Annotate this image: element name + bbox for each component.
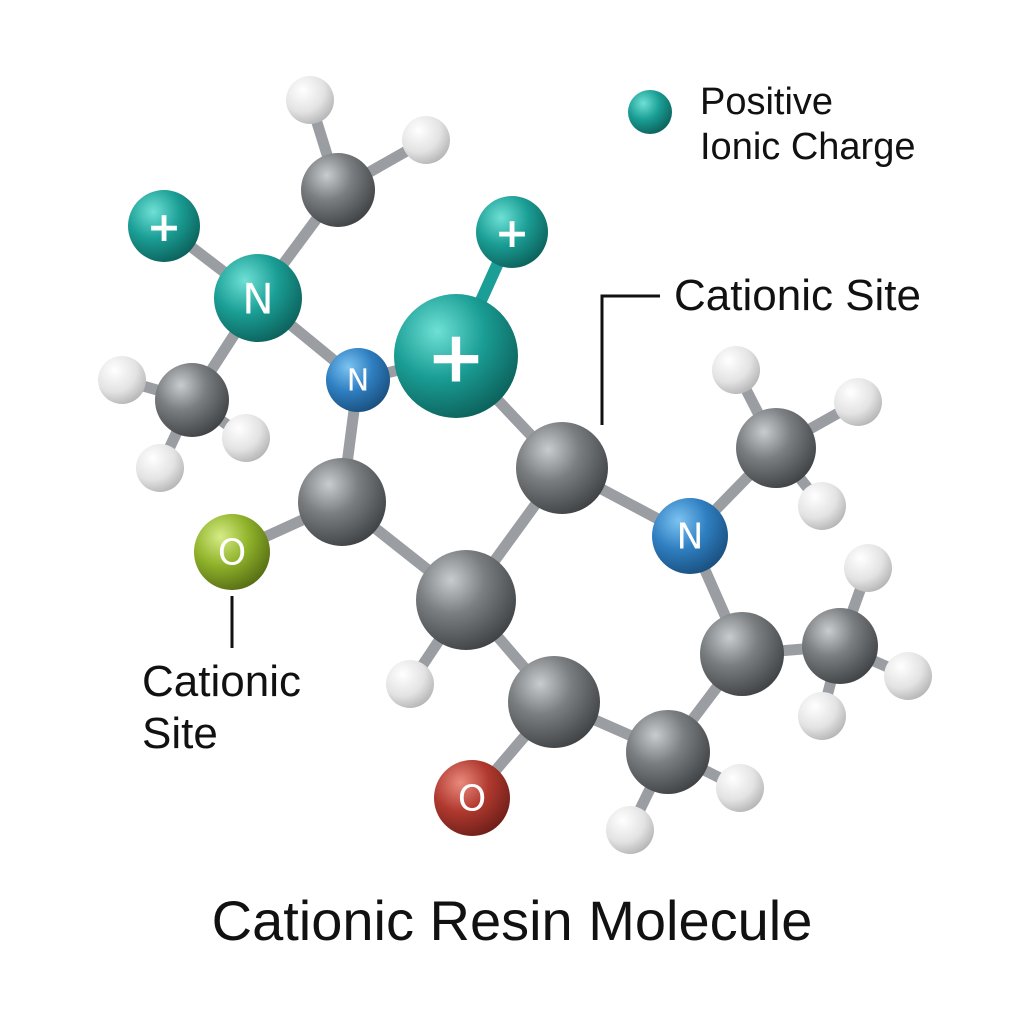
atom-sphere [386,660,434,708]
atom-sphere [716,764,764,812]
legend-swatch-icon [628,90,672,134]
cationic-site-left-label: Cationic Site [142,656,342,760]
atom-sphere [434,760,510,836]
atom-sphere [884,652,932,700]
carbon-atom-c3 [298,458,386,546]
leader-lines [230,294,660,648]
atom-sphere [298,458,386,546]
atom-label: N [347,364,369,399]
carbon-atom-c4 [516,422,608,514]
atom-sphere [222,414,270,462]
charged-nitrogen-atom-n1: N [214,254,302,342]
hydrogen-atom-h5 [386,660,434,708]
diagram-title: Cationic Resin Molecule [211,889,813,952]
atom-sphere [508,656,600,748]
atom-label: + [147,203,181,251]
atom-sphere [834,378,882,426]
carbon-atom-c2 [155,363,229,437]
hydrogen-atom-h8b [716,764,764,812]
legend-label: Positive Ionic Charge [700,80,915,170]
atom-sphere [214,254,302,342]
atom-sphere [700,612,784,696]
legend-label-line1: Positive [700,81,834,123]
atom-sphere [194,514,270,590]
atom-sphere [416,550,516,650]
hydrogen-atom-h2b [222,414,270,462]
hydrogen-atom-h8a [606,806,654,854]
atom-sphere [798,482,846,530]
positive-charge-atom-p1: + [128,190,200,262]
positive-charge-atom-p2: + [476,196,548,268]
hydrogen-atom-h10c [798,692,846,740]
cationic-site-right-label: Cationic Site [674,271,922,320]
atom-label: O [218,533,246,574]
atom-sphere [476,196,548,268]
atom-sphere [155,363,229,437]
atom-sphere [286,76,334,124]
atom-sphere [136,444,184,492]
cationic-site-left-line2: Site [142,708,218,758]
hydrogen-atom-h1b [402,116,450,164]
atom-label: N [242,275,273,324]
hydrogen-atom-h6a [712,346,760,394]
carbon-atom-c1 [301,153,375,227]
atoms-layer: N + + O N O N + [98,76,932,854]
positive-charge-atom-pb: + [394,294,518,418]
atom-sphere [301,153,375,227]
hydrogen-atom-h1a [286,76,334,124]
oxygen-cationic-site-atom-o1: O [194,514,270,590]
hydrogen-atom-h6c [798,482,846,530]
atom-label: O [458,779,486,820]
nitrogen-atom-n3: N [652,498,728,574]
atom-label: N [677,517,704,558]
atom-sphere [802,608,878,684]
atom-sphere [798,692,846,740]
carbon-atom-c8 [626,710,710,794]
cationic-site-right-leader [600,294,660,425]
atom-sphere [128,190,200,262]
carbon-atom-c5 [416,550,516,650]
atom-sphere [712,346,760,394]
atom-sphere [736,408,816,488]
hydrogen-atom-h6b [834,378,882,426]
atom-sphere [626,710,710,794]
hydrogen-atom-h2a [98,356,146,404]
atom-sphere [606,806,654,854]
atom-sphere [402,116,450,164]
atom-sphere [652,498,728,574]
carbon-atom-c9 [700,612,784,696]
atom-sphere [98,356,146,404]
hydrogen-atom-h2c [136,444,184,492]
hydrogen-atom-h10a [844,544,892,592]
carbon-atom-c6 [736,408,816,488]
atom-sphere [844,544,892,592]
nitrogen-atom-n2: N [326,348,390,412]
atom-label: + [426,316,486,399]
cationic-site-left-line1: Cationic [142,657,301,706]
legend-label-line2: Ionic Charge [700,125,916,168]
atom-sphere [326,348,390,412]
oxygen-atom-o2: O [434,760,510,836]
atom-sphere [394,294,518,418]
carbon-atom-c10 [802,608,878,684]
hydrogen-atom-h10b [884,652,932,700]
atom-label: + [495,209,529,257]
atom-sphere [516,422,608,514]
carbon-atom-c7 [508,656,600,748]
